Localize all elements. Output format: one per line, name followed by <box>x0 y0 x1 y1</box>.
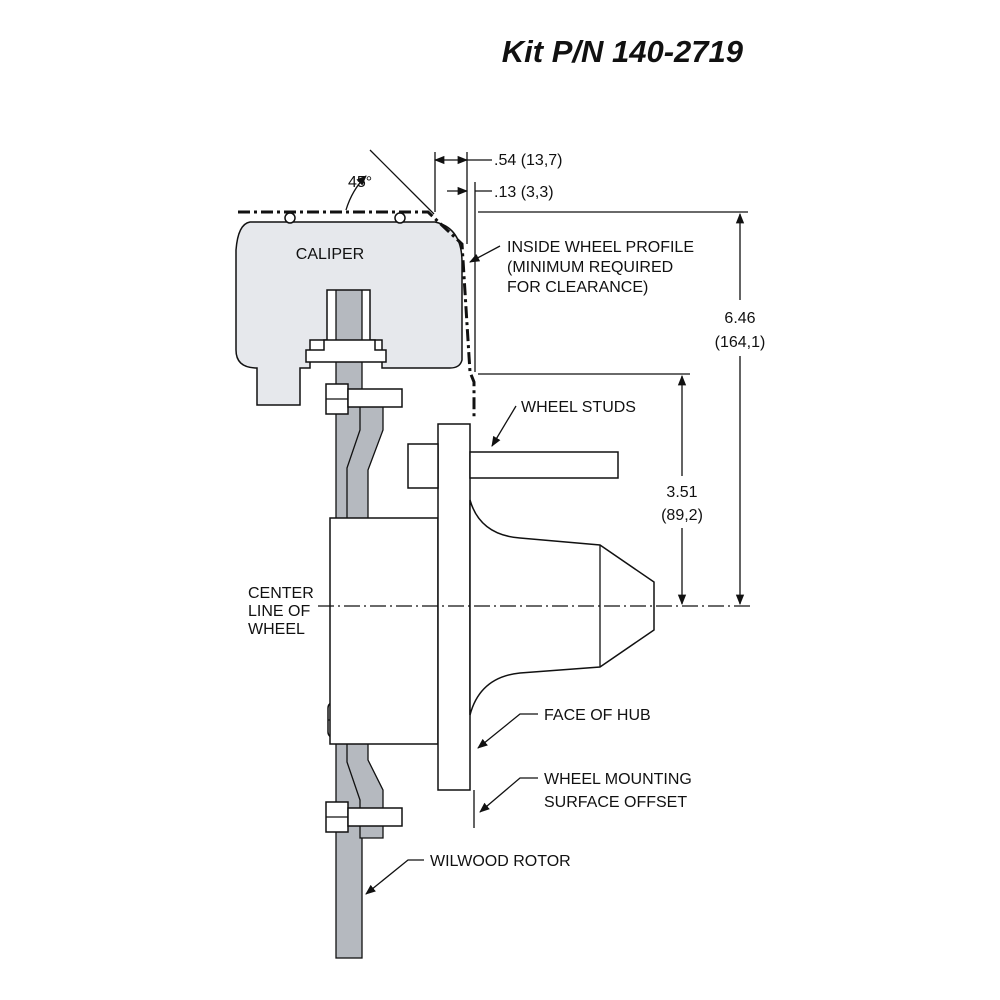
offset-label-1: WHEEL MOUNTING <box>544 771 692 788</box>
angle-45-label: 45° <box>348 174 372 191</box>
angle-45-line <box>369 149 435 215</box>
caliper-bolt-right <box>394 212 406 224</box>
inside-profile-label-1: INSIDE WHEEL PROFILE <box>507 239 694 256</box>
inside-wheel-profile <box>238 210 476 418</box>
dim-892-label: (89,2) <box>661 507 703 524</box>
rotor-label: WILWOOD ROTOR <box>430 853 571 870</box>
caliper-label: CALIPER <box>296 246 364 263</box>
face-of-hub-label: FACE OF HUB <box>544 707 651 724</box>
rotor-leader <box>365 859 424 895</box>
mount-bolt-lower <box>325 801 403 833</box>
center-line-label-3: WHEEL <box>248 621 305 638</box>
caliper-bolt-left <box>284 212 296 224</box>
caliper-bridge <box>305 339 387 363</box>
hub <box>329 423 655 791</box>
mount-bolt-upper <box>325 383 403 415</box>
dim-1641-label: (164,1) <box>715 334 766 351</box>
offset-label-2: SURFACE OFFSET <box>544 794 687 811</box>
hub-spindle <box>469 499 655 716</box>
angle-45-arc <box>345 175 367 211</box>
kit-title: Kit P/N 140-2719 <box>502 34 744 69</box>
offset-leader <box>479 777 538 813</box>
wheel-studs-label: WHEEL STUDS <box>521 399 636 416</box>
hub-body <box>329 517 439 745</box>
inside-profile-leader <box>469 245 501 263</box>
inside-profile-label-3: FOR CLEARANCE) <box>507 279 648 296</box>
center-line-label-1: CENTER <box>248 585 314 602</box>
dim-13-label: .13 (3,3) <box>494 184 554 201</box>
dim-351-label: 3.51 <box>666 484 697 501</box>
inside-profile-label-2: (MINIMUM REQUIRED <box>507 259 673 276</box>
face-of-hub-leader <box>477 713 538 749</box>
dim-54-label: .54 (13,7) <box>494 152 562 169</box>
center-line-label-2: LINE OF <box>248 603 310 620</box>
hub-flange <box>437 423 471 791</box>
dim-646-label: 6.46 <box>724 310 755 327</box>
wheel-stud <box>469 451 619 479</box>
wheel-studs-leader <box>491 405 517 447</box>
stud-nut <box>407 443 439 489</box>
